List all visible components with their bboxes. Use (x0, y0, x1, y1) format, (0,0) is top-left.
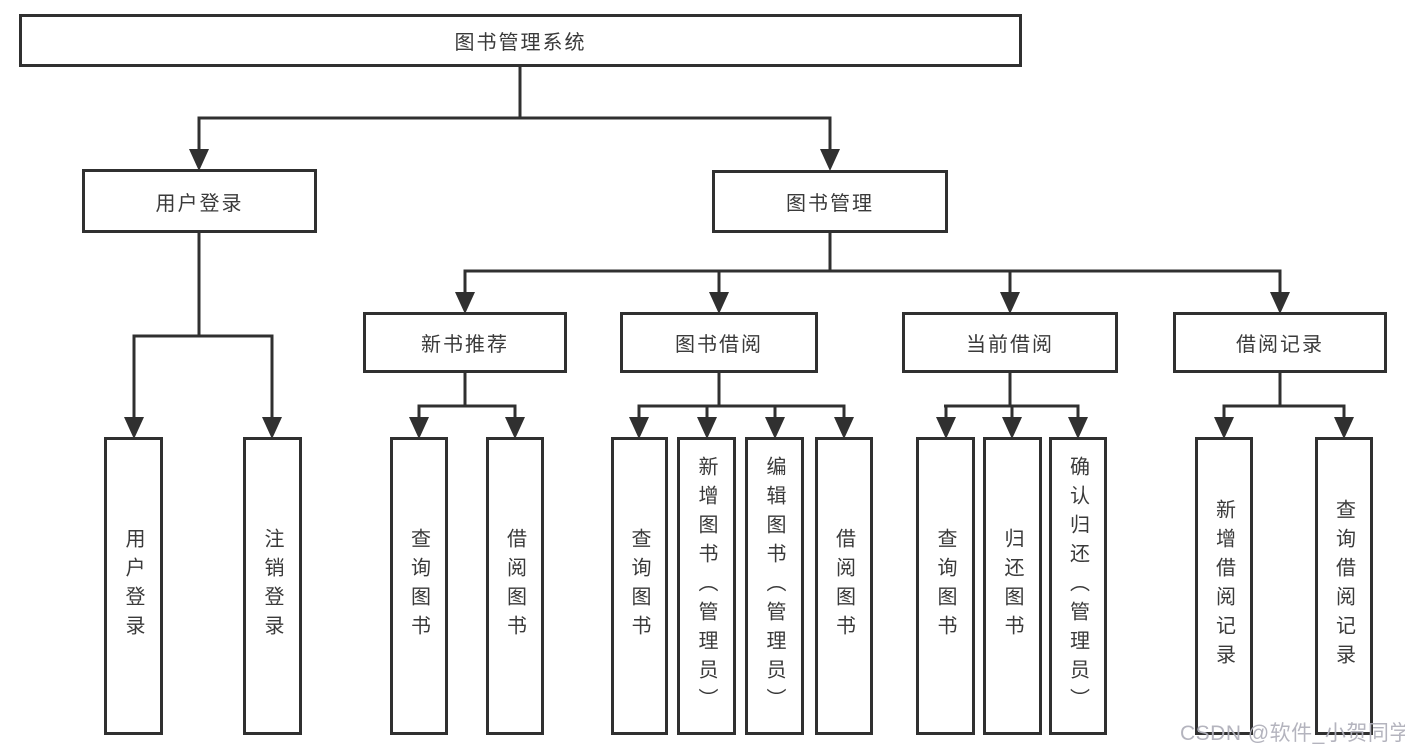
node-current-borrow: 当前借阅 (902, 312, 1118, 373)
leaf-current-confirm-return-admin: 确认归还（管理员） (1049, 437, 1107, 735)
node-borrow-records: 借阅记录 (1173, 312, 1387, 373)
node-book-borrow: 图书借阅 (620, 312, 818, 373)
node-user-login: 用户登录 (82, 169, 317, 233)
node-book-management: 图书管理 (712, 170, 948, 233)
leaf-current-query-books: 查询图书 (916, 437, 975, 735)
leaf-records-query-record: 查询借阅记录 (1315, 437, 1373, 735)
node-root-system: 图书管理系统 (19, 14, 1022, 67)
leaf-borrow-add-books-admin: 新增图书（管理员） (677, 437, 736, 735)
leaf-borrow-query-books: 查询图书 (611, 437, 668, 735)
leaf-newbook-borrow-books: 借阅图书 (486, 437, 544, 735)
leaf-user-login: 用户登录 (104, 437, 163, 735)
leaf-logout: 注销登录 (243, 437, 302, 735)
leaf-current-return-books: 归还图书 (983, 437, 1042, 735)
leaf-borrow-edit-books-admin: 编辑图书（管理员） (745, 437, 804, 735)
csdn-watermark: CSDN @软件_小贺同学 (1180, 722, 1405, 745)
leaf-borrow-borrow-books: 借阅图书 (815, 437, 873, 735)
leaf-records-add-record: 新增借阅记录 (1195, 437, 1253, 735)
node-new-book-recommend: 新书推荐 (363, 312, 567, 373)
leaf-newbook-query-books: 查询图书 (390, 437, 448, 735)
